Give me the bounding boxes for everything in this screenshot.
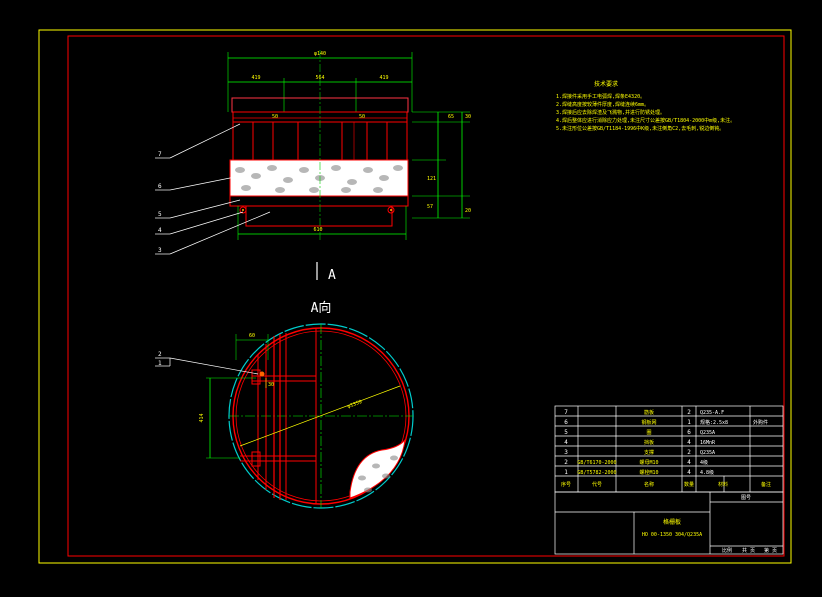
svg-text:2: 2 bbox=[687, 409, 691, 416]
plan-view-title: A向 bbox=[311, 300, 332, 316]
svg-text:16MnR: 16MnR bbox=[700, 440, 716, 446]
bom-row: 4 挡板 4 16MnR bbox=[564, 439, 716, 446]
svg-text:名称: 名称 bbox=[644, 481, 654, 488]
dim-right-1: 65 bbox=[448, 114, 454, 120]
notes-line-1: 1.焊接件采用手工电弧焊,焊条E4320。 bbox=[556, 93, 645, 100]
svg-text:代号: 代号 bbox=[592, 481, 602, 488]
technical-notes: 技术要求 1.焊接件采用手工电弧焊,焊条E4320。 2.焊缝高度按较薄件厚度,… bbox=[556, 80, 735, 132]
svg-text:钢板网: 钢板网 bbox=[641, 419, 656, 426]
svg-text:6: 6 bbox=[564, 419, 568, 426]
callout-6: 6 bbox=[158, 183, 162, 190]
dim-bottom-width: 610 bbox=[313, 227, 322, 233]
bom-row: 2 GB/T6170-2000 螺母M10 4 4级 bbox=[564, 459, 708, 466]
callout-3: 3 bbox=[158, 247, 162, 254]
svg-text:圈: 圈 bbox=[646, 430, 651, 436]
callout-1: 1 bbox=[158, 360, 162, 367]
notes-line-4: 4.焊后整体应进行消除应力处理,未注尺寸公差按GB/T1804-2000中m级,… bbox=[556, 117, 735, 124]
svg-text:数量: 数量 bbox=[684, 481, 694, 488]
svg-text:4.8级: 4.8级 bbox=[700, 469, 714, 476]
plan-view bbox=[155, 323, 414, 509]
svg-text:4: 4 bbox=[687, 439, 691, 446]
callout-4: 4 bbox=[158, 227, 162, 234]
svg-text:螺栓M10: 螺栓M10 bbox=[639, 469, 658, 476]
bom-row: 7 筋板 2 Q235-A.F bbox=[564, 409, 724, 416]
svg-text:1: 1 bbox=[687, 419, 691, 426]
view-mark-a: A bbox=[328, 268, 336, 283]
svg-text:材料: 材料 bbox=[718, 481, 728, 488]
svg-text:挡板: 挡板 bbox=[644, 439, 654, 446]
dim-inner-right: 50 bbox=[359, 114, 365, 120]
svg-text:Q235A: Q235A bbox=[700, 450, 715, 456]
dim-plan-top: 60 bbox=[249, 333, 255, 339]
svg-text:7: 7 bbox=[564, 409, 568, 416]
bill-of-materials bbox=[554, 405, 784, 555]
notes-line-3: 3.焊接后应去除焊渣及飞溅物,并进行防锈处理。 bbox=[556, 109, 665, 116]
callout-7: 7 bbox=[158, 151, 162, 158]
svg-text:1: 1 bbox=[564, 469, 568, 476]
svg-text:4: 4 bbox=[687, 469, 691, 476]
dim-right-2: 30 bbox=[465, 114, 471, 120]
bom-row: 5 圈 6 Q235A bbox=[564, 429, 715, 436]
dim-plan-small: 30 bbox=[268, 382, 274, 388]
dim-overall-width: φ140 bbox=[314, 51, 326, 57]
title-block: 图号 格栅板 HO 00-1350 304/Q235A 比例 共 页 第 页 bbox=[642, 495, 777, 554]
callout-2: 2 bbox=[158, 351, 162, 358]
callout-5: 5 bbox=[158, 211, 162, 218]
svg-text:Q235A: Q235A bbox=[700, 430, 715, 436]
title-block-meta: 图号 bbox=[741, 495, 751, 501]
svg-text:序号: 序号 bbox=[561, 481, 571, 488]
svg-text:GB/T5782-2000: GB/T5782-2000 bbox=[577, 470, 616, 476]
dim-right-3: 121 bbox=[427, 176, 436, 182]
svg-text:2: 2 bbox=[687, 449, 691, 456]
dim-segment-mid: 564 bbox=[315, 75, 324, 81]
bom-rows: 7 筋板 2 Q235-A.F 6 钢板网 1 规格:2.5x8 外购件 5 圈… bbox=[561, 409, 771, 488]
outer-frame bbox=[38, 29, 792, 564]
dim-plan-diameter: φ1359 bbox=[347, 399, 363, 410]
dim-right-5: 20 bbox=[465, 208, 471, 214]
plan-view-texts: A向 60 30 414 φ1359 2 1 bbox=[158, 300, 363, 423]
notes-title: 技术要求 bbox=[594, 80, 618, 88]
bom-header: 序号 代号 名称 数量 材料 备注 bbox=[561, 481, 771, 488]
bom-row: 6 钢板网 1 规格:2.5x8 外购件 bbox=[564, 419, 768, 426]
drawing-name: 格栅板 bbox=[663, 518, 681, 526]
notes-line-2: 2.焊缝高度按较薄件厚度,焊缝连续6mm。 bbox=[556, 101, 649, 108]
svg-text:Q235-A.F: Q235-A.F bbox=[700, 410, 724, 416]
svg-text:4级: 4级 bbox=[700, 459, 708, 466]
drawing-spec: HO 00-1350 304/Q235A bbox=[642, 532, 702, 538]
svg-text:2: 2 bbox=[564, 459, 568, 466]
svg-text:螺母M10: 螺母M10 bbox=[639, 459, 658, 466]
svg-text:支撑: 支撑 bbox=[644, 449, 654, 456]
svg-text:GB/T6170-2000: GB/T6170-2000 bbox=[577, 460, 616, 466]
elevation-dimension-texts: φ140 419 564 419 50 50 610 65 30 121 57 … bbox=[158, 51, 471, 283]
meta-scale: 比例 bbox=[722, 547, 732, 554]
meta-page: 第 页 bbox=[764, 547, 777, 554]
svg-text:备注: 备注 bbox=[761, 481, 771, 488]
svg-text:6: 6 bbox=[687, 429, 691, 436]
dim-plan-left: 414 bbox=[199, 413, 205, 422]
svg-text:规格:2.5x8: 规格:2.5x8 bbox=[700, 419, 728, 426]
meta-total-pages: 共 页 bbox=[742, 547, 755, 554]
dim-right-4: 57 bbox=[427, 204, 433, 210]
svg-text:5: 5 bbox=[564, 429, 568, 436]
svg-text:4: 4 bbox=[564, 439, 568, 446]
dim-segment-right: 419 bbox=[379, 75, 388, 81]
svg-text:4: 4 bbox=[687, 459, 691, 466]
svg-text:3: 3 bbox=[564, 449, 568, 456]
bom-row: 3 支撑 2 Q235A bbox=[564, 449, 715, 456]
dim-segment-left: 419 bbox=[251, 75, 260, 81]
elevation-view bbox=[155, 50, 470, 280]
inner-frame bbox=[67, 35, 785, 557]
dim-inner-left: 50 bbox=[272, 114, 278, 120]
notes-line-5: 5.未注形位公差按GB/T1184-1996中K级,未注倒角C2,去毛刺,锐边倒… bbox=[556, 125, 724, 132]
svg-text:外购件: 外购件 bbox=[753, 419, 768, 426]
svg-text:筋板: 筋板 bbox=[644, 409, 654, 416]
bom-row: 1 GB/T5782-2000 螺栓M10 4 4.8级 bbox=[564, 469, 714, 476]
